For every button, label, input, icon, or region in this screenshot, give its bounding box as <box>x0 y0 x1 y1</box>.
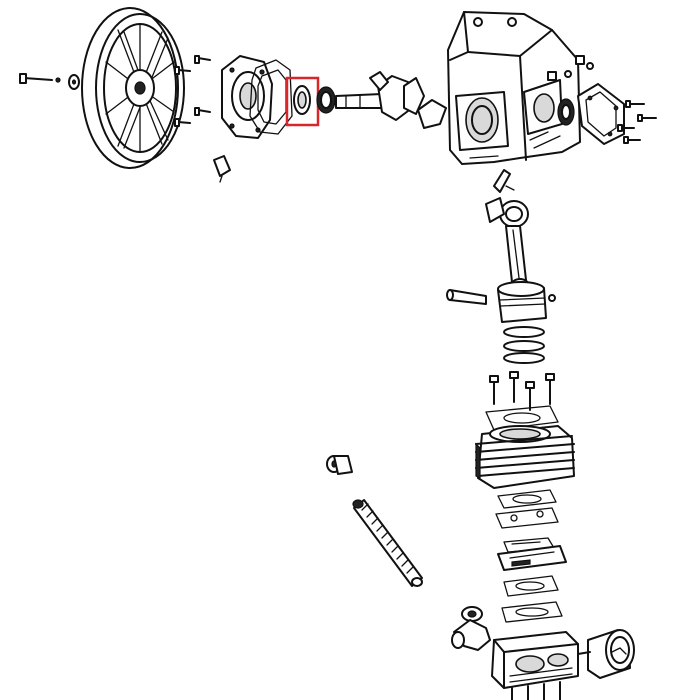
breather-plug <box>575 55 594 70</box>
pin-clip <box>548 294 556 302</box>
upper-reed <box>503 575 559 597</box>
main-bearing <box>316 86 336 114</box>
crankcase <box>447 11 581 165</box>
flywheel-washer <box>68 74 80 90</box>
crank-pin <box>369 71 389 91</box>
elbow-fitting <box>451 606 491 651</box>
air-filter <box>577 629 635 679</box>
bearing-cover <box>221 55 273 139</box>
crankshaft <box>335 75 447 129</box>
piston-rings <box>503 326 545 364</box>
oil-seal <box>293 85 311 115</box>
rear-cover <box>577 83 625 145</box>
oil-dipstick <box>493 169 515 193</box>
delivery-fitting <box>326 455 353 475</box>
cylinder-studs <box>489 371 555 411</box>
rear-screws <box>617 100 657 144</box>
drain-plug <box>213 155 231 183</box>
valve-plate <box>497 545 567 571</box>
base-gasket <box>485 405 559 431</box>
cover-screws <box>174 55 211 127</box>
rear-bearing <box>557 98 575 126</box>
head-gasket <box>497 489 557 509</box>
cylinder <box>475 425 575 489</box>
head-bolts <box>511 681 561 700</box>
delivery-tube <box>352 499 423 587</box>
valve-gasket <box>495 507 559 529</box>
piston <box>497 281 547 323</box>
cylinder-head <box>491 631 579 689</box>
head-gasket-upper <box>501 601 563 623</box>
piston-pin <box>446 289 487 305</box>
flywheel-bolt <box>19 73 53 84</box>
flywheel <box>81 7 185 169</box>
rod-cap <box>485 197 505 223</box>
cover-gasket <box>249 59 293 135</box>
flywheel-key <box>55 77 61 83</box>
